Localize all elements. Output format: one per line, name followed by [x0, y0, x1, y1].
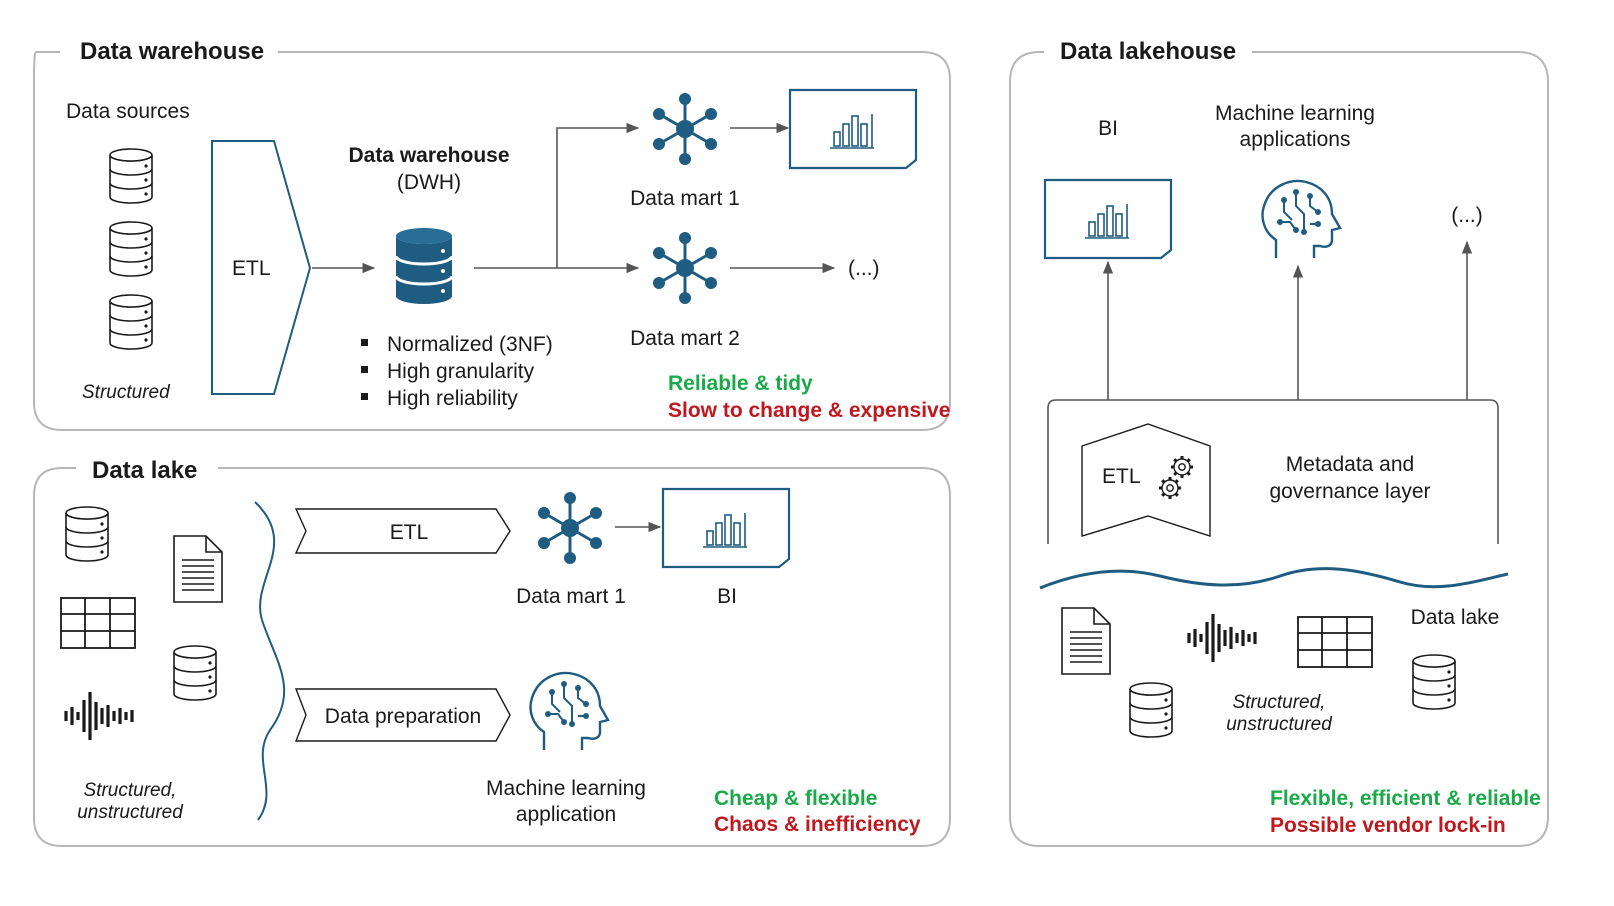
lake-panel-title: Data lake — [92, 457, 197, 484]
dwh-center-subtitle: (DWH) — [397, 171, 461, 194]
panel-data-warehouse: Data warehouse Data sources Structured E… — [33, 38, 951, 431]
etl-block — [211, 140, 312, 395]
star-network-icon — [651, 91, 719, 167]
lakehouse-unstructured-label: unstructured — [1226, 714, 1333, 735]
database-icon — [173, 645, 217, 701]
lake-etl-label: ETL — [390, 521, 429, 544]
lake-etl-block — [294, 508, 511, 554]
structured-label: Structured — [82, 382, 171, 403]
audio-wave-icon — [1187, 612, 1257, 664]
dwh-panel-title: Data warehouse — [80, 38, 264, 65]
audio-wave-icon — [64, 690, 134, 742]
lake-ml-label-2: application — [516, 803, 616, 826]
bi-chart-icon — [661, 487, 791, 569]
database-icon — [65, 506, 109, 562]
lakehouse-ml-label-2: applications — [1240, 128, 1351, 151]
bullet-marker — [361, 393, 368, 400]
lake-con-text: Chaos & inefficiency — [714, 813, 921, 836]
etl-label: ETL — [232, 257, 271, 280]
metadata-label-2: governance layer — [1269, 480, 1430, 503]
star-network-icon — [651, 230, 719, 306]
data-sources-label: Data sources — [66, 100, 190, 123]
lakehouse-panel-title: Data lakehouse — [1060, 38, 1236, 65]
database-icon — [1129, 682, 1173, 738]
lake-pro-text: Cheap & flexible — [714, 787, 877, 810]
lakehouse-bi-label: BI — [1098, 117, 1118, 140]
ml-head-icon — [529, 671, 610, 752]
lakehouse-structured-label: Structured, — [1233, 692, 1326, 713]
dwh-database-icon — [394, 228, 454, 304]
bullet-text: High granularity — [387, 360, 535, 383]
lakehouse-etl-block — [1081, 423, 1211, 537]
table-grid-icon — [1297, 616, 1373, 668]
lakehouse-pro-text: Flexible, efficient & reliable — [1270, 787, 1541, 810]
document-icon — [173, 535, 223, 603]
database-icon — [109, 294, 153, 350]
data-mart-2-label: Data mart 2 — [630, 327, 740, 350]
lakehouse-ml-label-1: Machine learning — [1215, 102, 1375, 125]
dwh-con-text: Slow to change & expensive — [668, 399, 950, 422]
lake-bi-label: BI — [717, 585, 737, 608]
bi-chart-icon — [1043, 178, 1173, 260]
panel-data-lake: Data lake Structured, unstructured ETL D… — [33, 457, 951, 847]
star-network-icon — [536, 490, 604, 566]
ml-head-icon — [1261, 179, 1342, 260]
database-icon — [1412, 654, 1456, 710]
bullet-marker — [361, 339, 368, 346]
ellipsis-label: (...) — [848, 257, 880, 280]
dwh-center-title: Data warehouse — [348, 144, 509, 167]
lakehouse-etl-label: ETL — [1102, 465, 1141, 488]
lake-ml-label-1: Machine learning — [486, 777, 646, 800]
panel-data-lakehouse: Data lakehouse BI Machine learning appli… — [1009, 38, 1549, 847]
metadata-layer-frame — [1047, 399, 1499, 544]
lake-mart1-label: Data mart 1 — [516, 585, 626, 608]
dwh-to-mart1-arrow — [556, 122, 640, 268]
lakehouse-lake-label: Data lake — [1411, 606, 1500, 629]
lake-wave-divider — [254, 501, 286, 821]
bullet-text: Normalized (3NF) — [387, 333, 553, 356]
lake-water-line — [1039, 567, 1509, 590]
bullet-marker — [361, 366, 368, 373]
lake-unstructured-label: unstructured — [77, 802, 184, 823]
data-prep-label: Data preparation — [325, 705, 481, 728]
dwh-pro-text: Reliable & tidy — [668, 372, 813, 395]
bi-chart-icon — [788, 88, 918, 170]
lakehouse-ellipsis-label: (...) — [1451, 204, 1483, 227]
data-mart-1-label: Data mart 1 — [630, 187, 740, 210]
table-grid-icon — [60, 597, 136, 649]
metadata-label-1: Metadata and — [1286, 453, 1414, 476]
database-icon — [109, 148, 153, 204]
data-prep-block — [294, 688, 511, 742]
bullet-text: High reliability — [387, 387, 518, 410]
lake-structured-label: Structured, — [84, 780, 177, 801]
document-icon — [1061, 607, 1111, 675]
database-icon — [109, 221, 153, 277]
lakehouse-con-text: Possible vendor lock-in — [1270, 814, 1506, 837]
dwh-properties-list: Normalized (3NF) High granularity High r… — [361, 333, 553, 410]
